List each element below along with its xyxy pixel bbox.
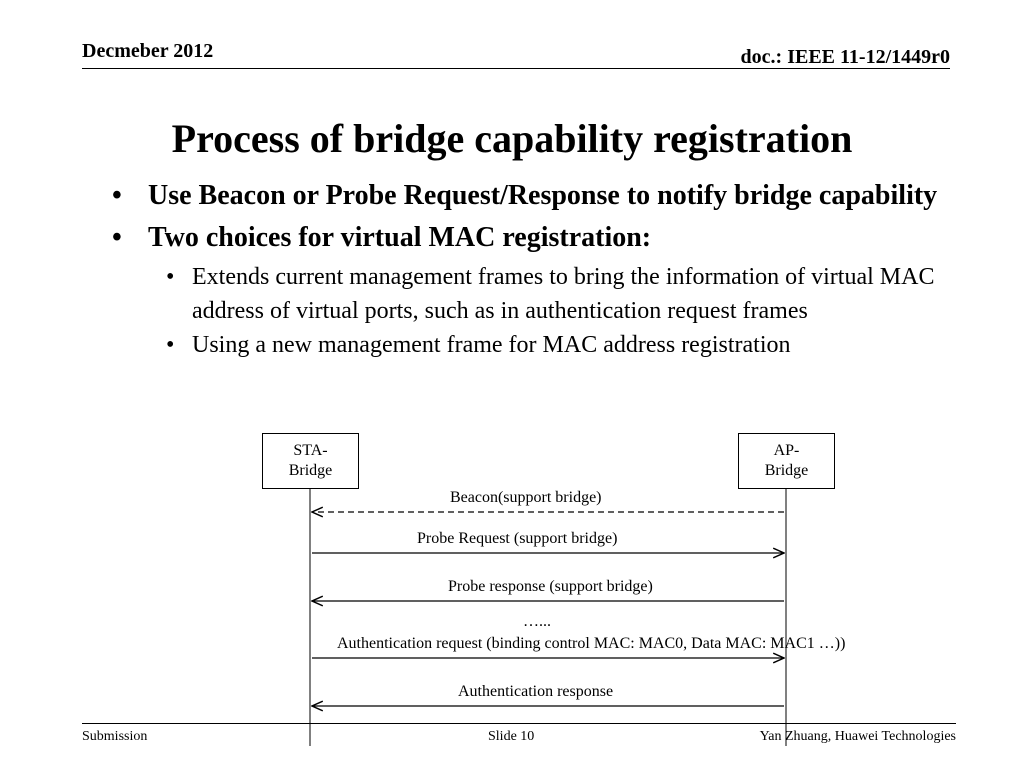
bullet-dot-icon: • — [166, 264, 175, 290]
header-divider — [82, 68, 950, 69]
footer-slide-number: Slide 10 — [488, 729, 535, 744]
auth-request-label: Authentication request (binding control … — [337, 635, 846, 652]
bullet-dot-icon: • — [112, 222, 122, 253]
bullet-item: • Use Beacon or Probe Request/Response t… — [112, 176, 942, 216]
footer-author: Yan Zhuang, Huawei Technologies — [759, 729, 956, 744]
ellipsis-label: …... — [523, 613, 551, 630]
footer-submission: Submission — [82, 729, 148, 744]
probe-response-label: Probe response (support bridge) — [448, 578, 653, 595]
ap-bridge-box: AP- Bridge — [738, 433, 835, 489]
ap-bridge-label-line1: AP- — [773, 442, 800, 459]
bullet-item: • Two choices for virtual MAC registrati… — [112, 218, 942, 258]
sub-bullet-text: Extends current management frames to bri… — [192, 264, 935, 324]
header-date: Decmeber 2012 — [82, 40, 214, 62]
sta-bridge-box: STA- Bridge — [262, 433, 359, 489]
beacon-label: Beacon(support bridge) — [450, 489, 602, 506]
header-doc-id: doc.: IEEE 11-12/1449r0 — [740, 46, 950, 68]
slide-title: Process of bridge capability registratio… — [171, 116, 853, 161]
sub-bullet-text: Using a new management frame for MAC add… — [192, 332, 791, 358]
bullet-text: Two choices for virtual MAC registration… — [148, 222, 652, 253]
slide-body: • Use Beacon or Probe Request/Response t… — [112, 176, 942, 362]
probe-request-label: Probe Request (support bridge) — [417, 530, 618, 547]
sub-bullet-item: • Extends current management frames to b… — [166, 260, 942, 328]
sta-bridge-label-line1: STA- — [293, 442, 328, 459]
footer-divider — [82, 723, 956, 724]
auth-response-label: Authentication response — [458, 683, 614, 700]
bullet-text: Use Beacon or Probe Request/Response to … — [148, 180, 938, 211]
bullet-dot-icon: • — [112, 180, 122, 211]
sta-bridge-label-line2: Bridge — [288, 462, 333, 479]
sub-bullet-item: • Using a new management frame for MAC a… — [166, 328, 942, 362]
ap-bridge-label-line2: Bridge — [764, 462, 809, 479]
bullet-dot-icon: • — [166, 332, 175, 358]
